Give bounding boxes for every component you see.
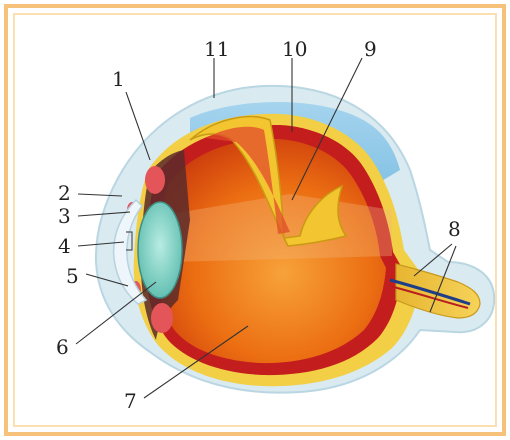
label-1: 1 (112, 67, 125, 91)
label-4: 4 (58, 234, 71, 258)
label-11: 11 (204, 37, 229, 61)
label-5: 5 (66, 264, 79, 288)
iris-lower (151, 303, 173, 333)
iris-upper (145, 166, 165, 194)
label-8: 8 (448, 217, 461, 241)
label-7: 7 (124, 389, 137, 413)
lens (138, 202, 182, 298)
label-10: 10 (282, 37, 307, 61)
label-9: 9 (364, 37, 377, 61)
label-3: 3 (58, 204, 71, 228)
label-2: 2 (58, 181, 71, 205)
label-6: 6 (56, 335, 69, 359)
